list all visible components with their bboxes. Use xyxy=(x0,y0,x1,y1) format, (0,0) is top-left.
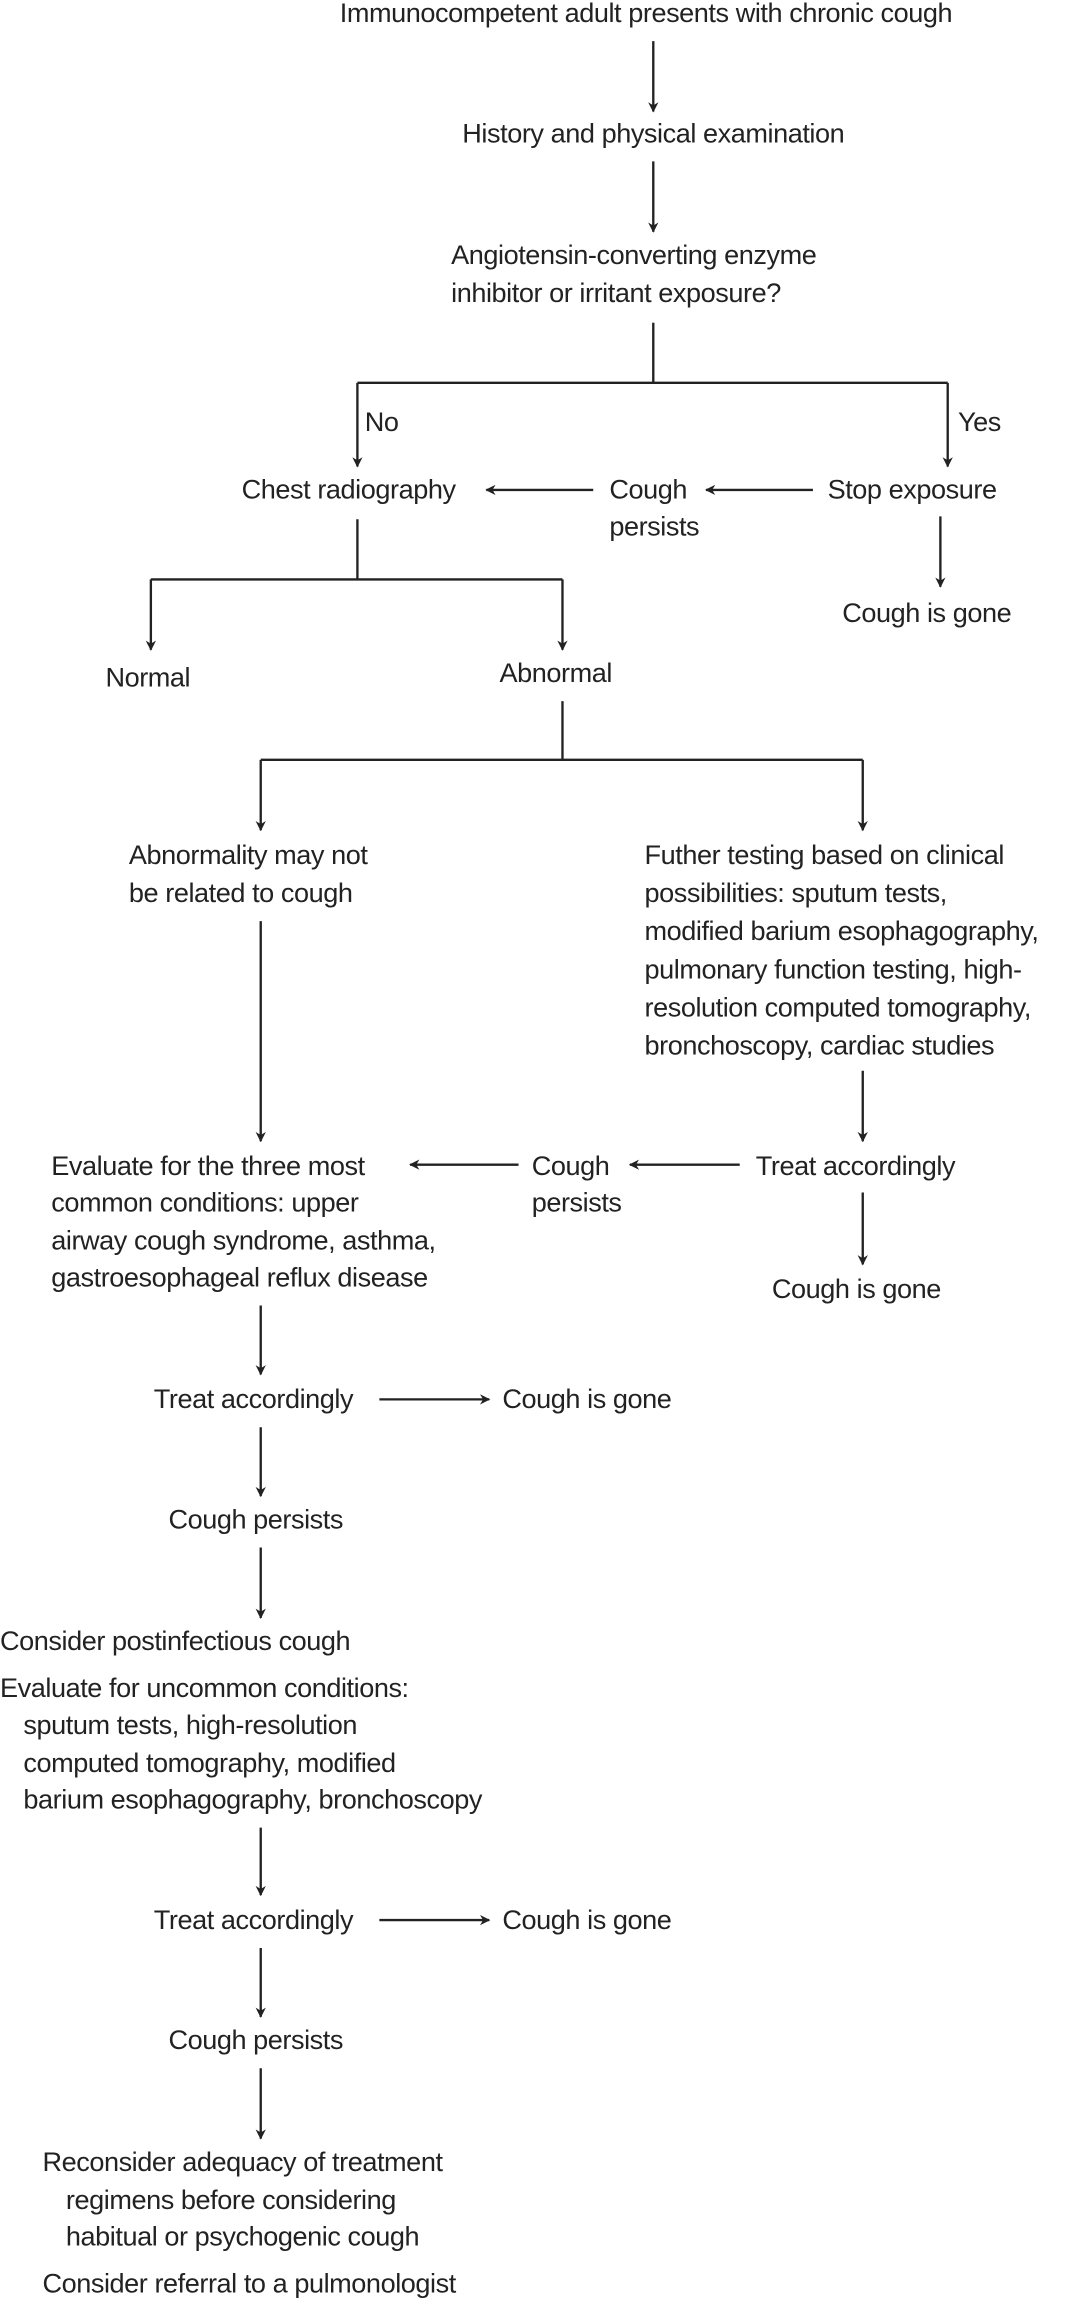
label-no: No xyxy=(365,406,399,437)
node-cough-persists-2-line2: persists xyxy=(532,1187,622,1218)
evaluate-uncommon-line: sputum tests, high-resolution xyxy=(23,1709,357,1740)
label-yes: Yes xyxy=(958,406,1001,437)
node-stop-exposure: Stop exposure xyxy=(828,474,997,505)
further-line: bronchoscopy, cardiac studies xyxy=(644,1030,994,1061)
node-cough-persists-1-line2: persists xyxy=(609,510,699,541)
evaluate-uncommon-line: computed tomography, modified xyxy=(23,1747,395,1778)
node-cough-persists-2-line1: Cough xyxy=(532,1150,610,1181)
node-cough-gone-4: Cough is gone xyxy=(502,1904,671,1935)
node-referral: Consider referral to a pulmonologist xyxy=(42,2268,456,2299)
node-cough-gone-3: Cough is gone xyxy=(502,1383,671,1414)
node-start: Immunocompetent adult presents with chro… xyxy=(340,0,952,28)
node-evaluate-common: Evaluate for the three most common condi… xyxy=(51,1150,436,1293)
node-cough-persists-1-line1: Cough xyxy=(609,474,687,505)
further-line: resolution computed tomography, xyxy=(644,992,1030,1023)
further-line: possibilities: sputum tests, xyxy=(644,877,946,908)
node-evaluate-uncommon: Evaluate for uncommon conditions: sputum… xyxy=(0,1672,483,1815)
evaluate-uncommon-line: Evaluate for uncommon conditions: xyxy=(0,1672,409,1703)
node-cough-gone-1: Cough is gone xyxy=(842,597,1011,628)
reconsider-line: habitual or psychogenic cough xyxy=(66,2221,419,2252)
node-reconsider: Reconsider adequacy of treatment regimen… xyxy=(42,2146,443,2252)
node-treat-3: Treat accordingly xyxy=(154,1904,354,1935)
node-further-testing: Futher testing based on clinical possibi… xyxy=(644,839,1038,1061)
node-ace-question-line2: inhibitor or irritant exposure? xyxy=(451,277,781,308)
reconsider-line: Reconsider adequacy of treatment xyxy=(42,2146,443,2177)
node-cough-persists-3: Cough persists xyxy=(168,1503,343,1534)
evaluate-common-line: airway cough syndrome, asthma, xyxy=(51,1225,435,1256)
node-chest-radiography: Chest radiography xyxy=(242,474,457,505)
node-normal: Normal xyxy=(105,661,190,692)
further-line: Futher testing based on clinical xyxy=(644,839,1003,870)
node-postinfectious: Consider postinfectious cough xyxy=(0,1625,350,1656)
node-abnormality-unrelated-line1: Abnormality may not xyxy=(129,839,368,870)
node-cough-gone-2: Cough is gone xyxy=(772,1273,941,1304)
evaluate-common-line: Evaluate for the three most xyxy=(51,1150,365,1181)
node-cough-persists-4: Cough persists xyxy=(168,2024,343,2055)
evaluate-uncommon-line: barium esophagography, bronchoscopy xyxy=(23,1784,482,1815)
reconsider-line: regimens before considering xyxy=(66,2184,396,2215)
further-line: modified barium esophagography, xyxy=(644,915,1038,946)
node-treat-1: Treat accordingly xyxy=(756,1150,956,1181)
evaluate-common-line: common conditions: upper xyxy=(51,1187,359,1218)
node-ace-question-line1: Angiotensin-converting enzyme xyxy=(451,239,816,270)
further-line: pulmonary function testing, high- xyxy=(644,953,1021,984)
node-abnormal: Abnormal xyxy=(499,657,611,688)
node-abnormality-unrelated-line2: be related to cough xyxy=(129,877,353,908)
node-history: History and physical examination xyxy=(462,117,844,148)
node-treat-2: Treat accordingly xyxy=(154,1383,354,1414)
evaluate-common-line: gastroesophageal reflux disease xyxy=(51,1261,427,1292)
